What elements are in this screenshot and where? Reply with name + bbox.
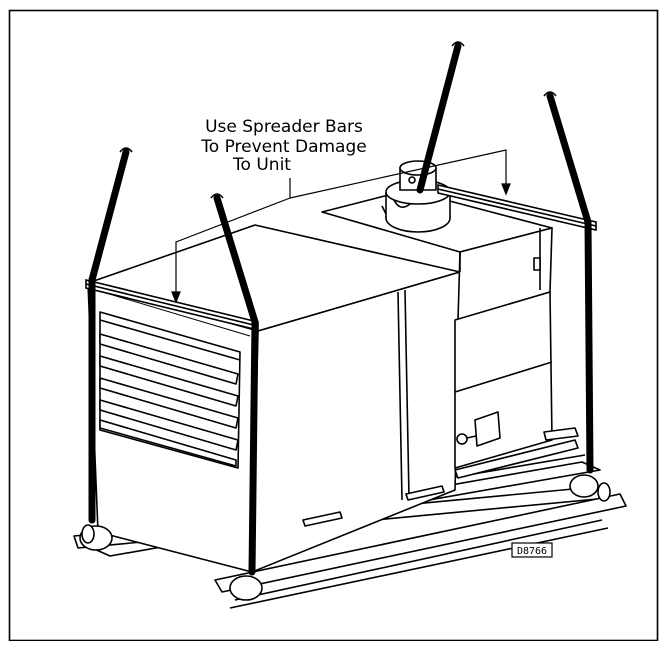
callout-line-3: To Unit [232, 155, 291, 175]
strap-front-left [88, 148, 130, 524]
strap-front-right [213, 194, 259, 576]
callout-text: Use Spreader Bars To Prevent Damage To U… [200, 117, 366, 175]
callout-line-2: To Prevent Damage [200, 137, 366, 157]
spreader-bar-rear [437, 183, 597, 232]
strap-rear-right [546, 92, 594, 474]
strap-rear-left [416, 42, 462, 194]
callout-leaders [171, 149, 511, 304]
drawing-id-label: D8766 [511, 542, 553, 558]
louver-grille [99, 311, 241, 469]
callout-line-1: Use Spreader Bars [205, 117, 363, 137]
lifting-straps [88, 42, 594, 576]
drawing-id: D8766 [517, 546, 547, 557]
strap-hooks [119, 41, 557, 199]
skid-caps [79, 474, 611, 601]
blower-motor [381, 160, 451, 233]
